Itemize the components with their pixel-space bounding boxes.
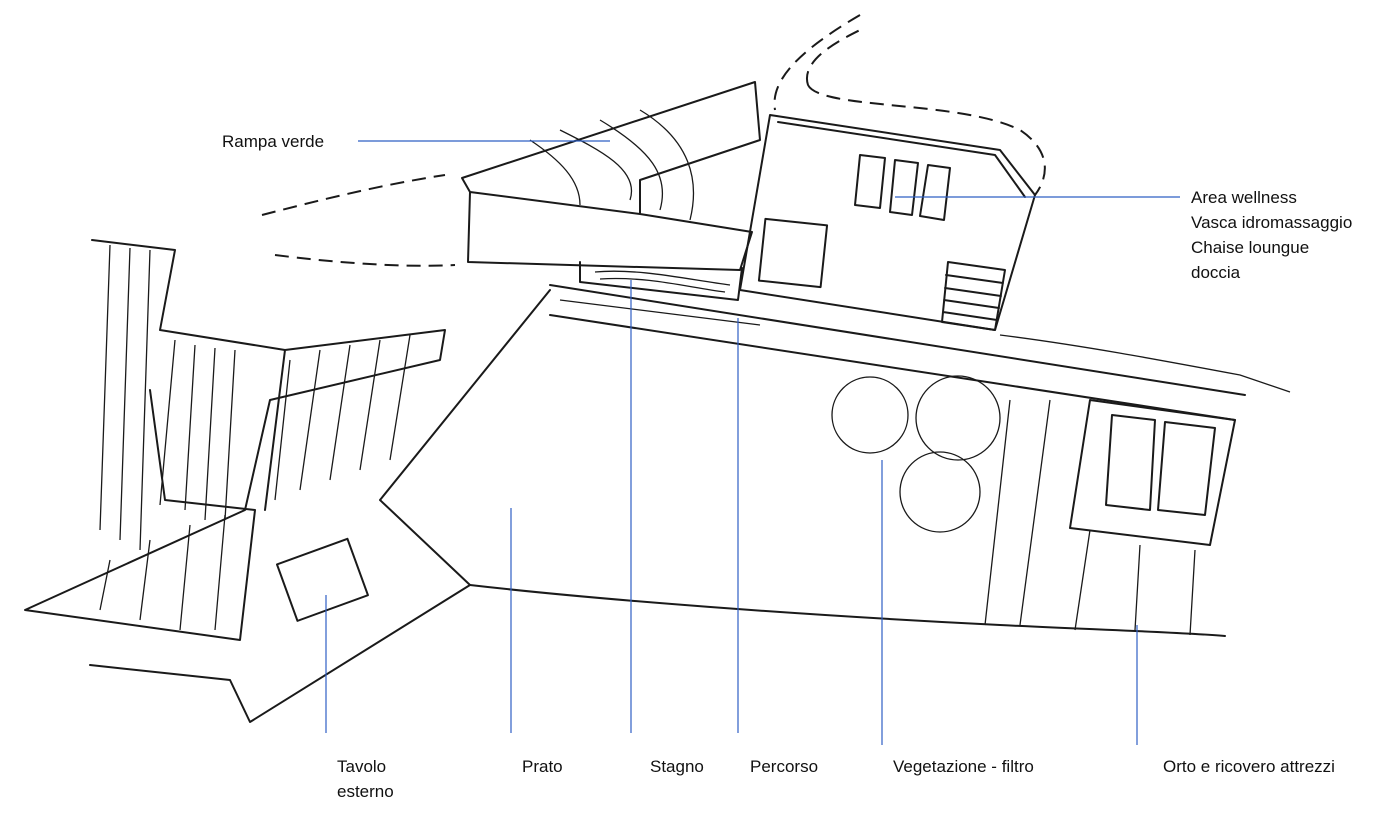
terrace-hatch <box>99 244 411 631</box>
tree <box>831 376 909 454</box>
outdoor-table <box>275 537 369 622</box>
path-edge <box>379 284 1246 586</box>
label-stagno: Stagno <box>650 757 704 776</box>
tool-shed <box>1069 399 1236 546</box>
road-edge <box>261 14 861 216</box>
wellness-area <box>739 114 1036 331</box>
label-doccia: doccia <box>1191 263 1241 282</box>
road-edge <box>274 254 456 267</box>
label-wellness: Area wellness Vasca idromassaggio Chaise… <box>1191 185 1352 285</box>
label-vasca: Vasca idromassaggio <box>1191 213 1353 232</box>
label-tavolo: Tavolo esterno <box>337 754 394 804</box>
vegetable-garden <box>984 399 1196 636</box>
chaise-longues <box>854 154 951 221</box>
label-rampa-verde: Rampa verde <box>222 132 325 151</box>
pond <box>579 261 743 301</box>
ramp-hatch <box>529 109 695 221</box>
label-chaise: Chaise loungue <box>1191 238 1310 257</box>
label-prato: Prato <box>522 757 563 776</box>
label-tavolo-2: esterno <box>337 782 394 801</box>
hot-tub <box>757 217 829 289</box>
label-percorso: Percorso <box>750 757 819 776</box>
stairs <box>941 261 1006 331</box>
stone-wall <box>559 299 1291 393</box>
road-edge <box>805 29 1046 196</box>
hedge-line <box>469 584 1226 637</box>
label-tavolo-1: Tavolo <box>337 757 387 776</box>
terraces <box>24 239 471 723</box>
label-vegetazione: Vegetazione - filtro <box>893 757 1034 776</box>
green-ramp <box>461 81 761 271</box>
label-area-wellness: Area wellness <box>1191 188 1297 207</box>
tree <box>899 451 981 533</box>
pond-water <box>594 270 731 293</box>
tree <box>915 375 1001 461</box>
label-orto: Orto e ricovero attrezzi <box>1163 757 1335 776</box>
